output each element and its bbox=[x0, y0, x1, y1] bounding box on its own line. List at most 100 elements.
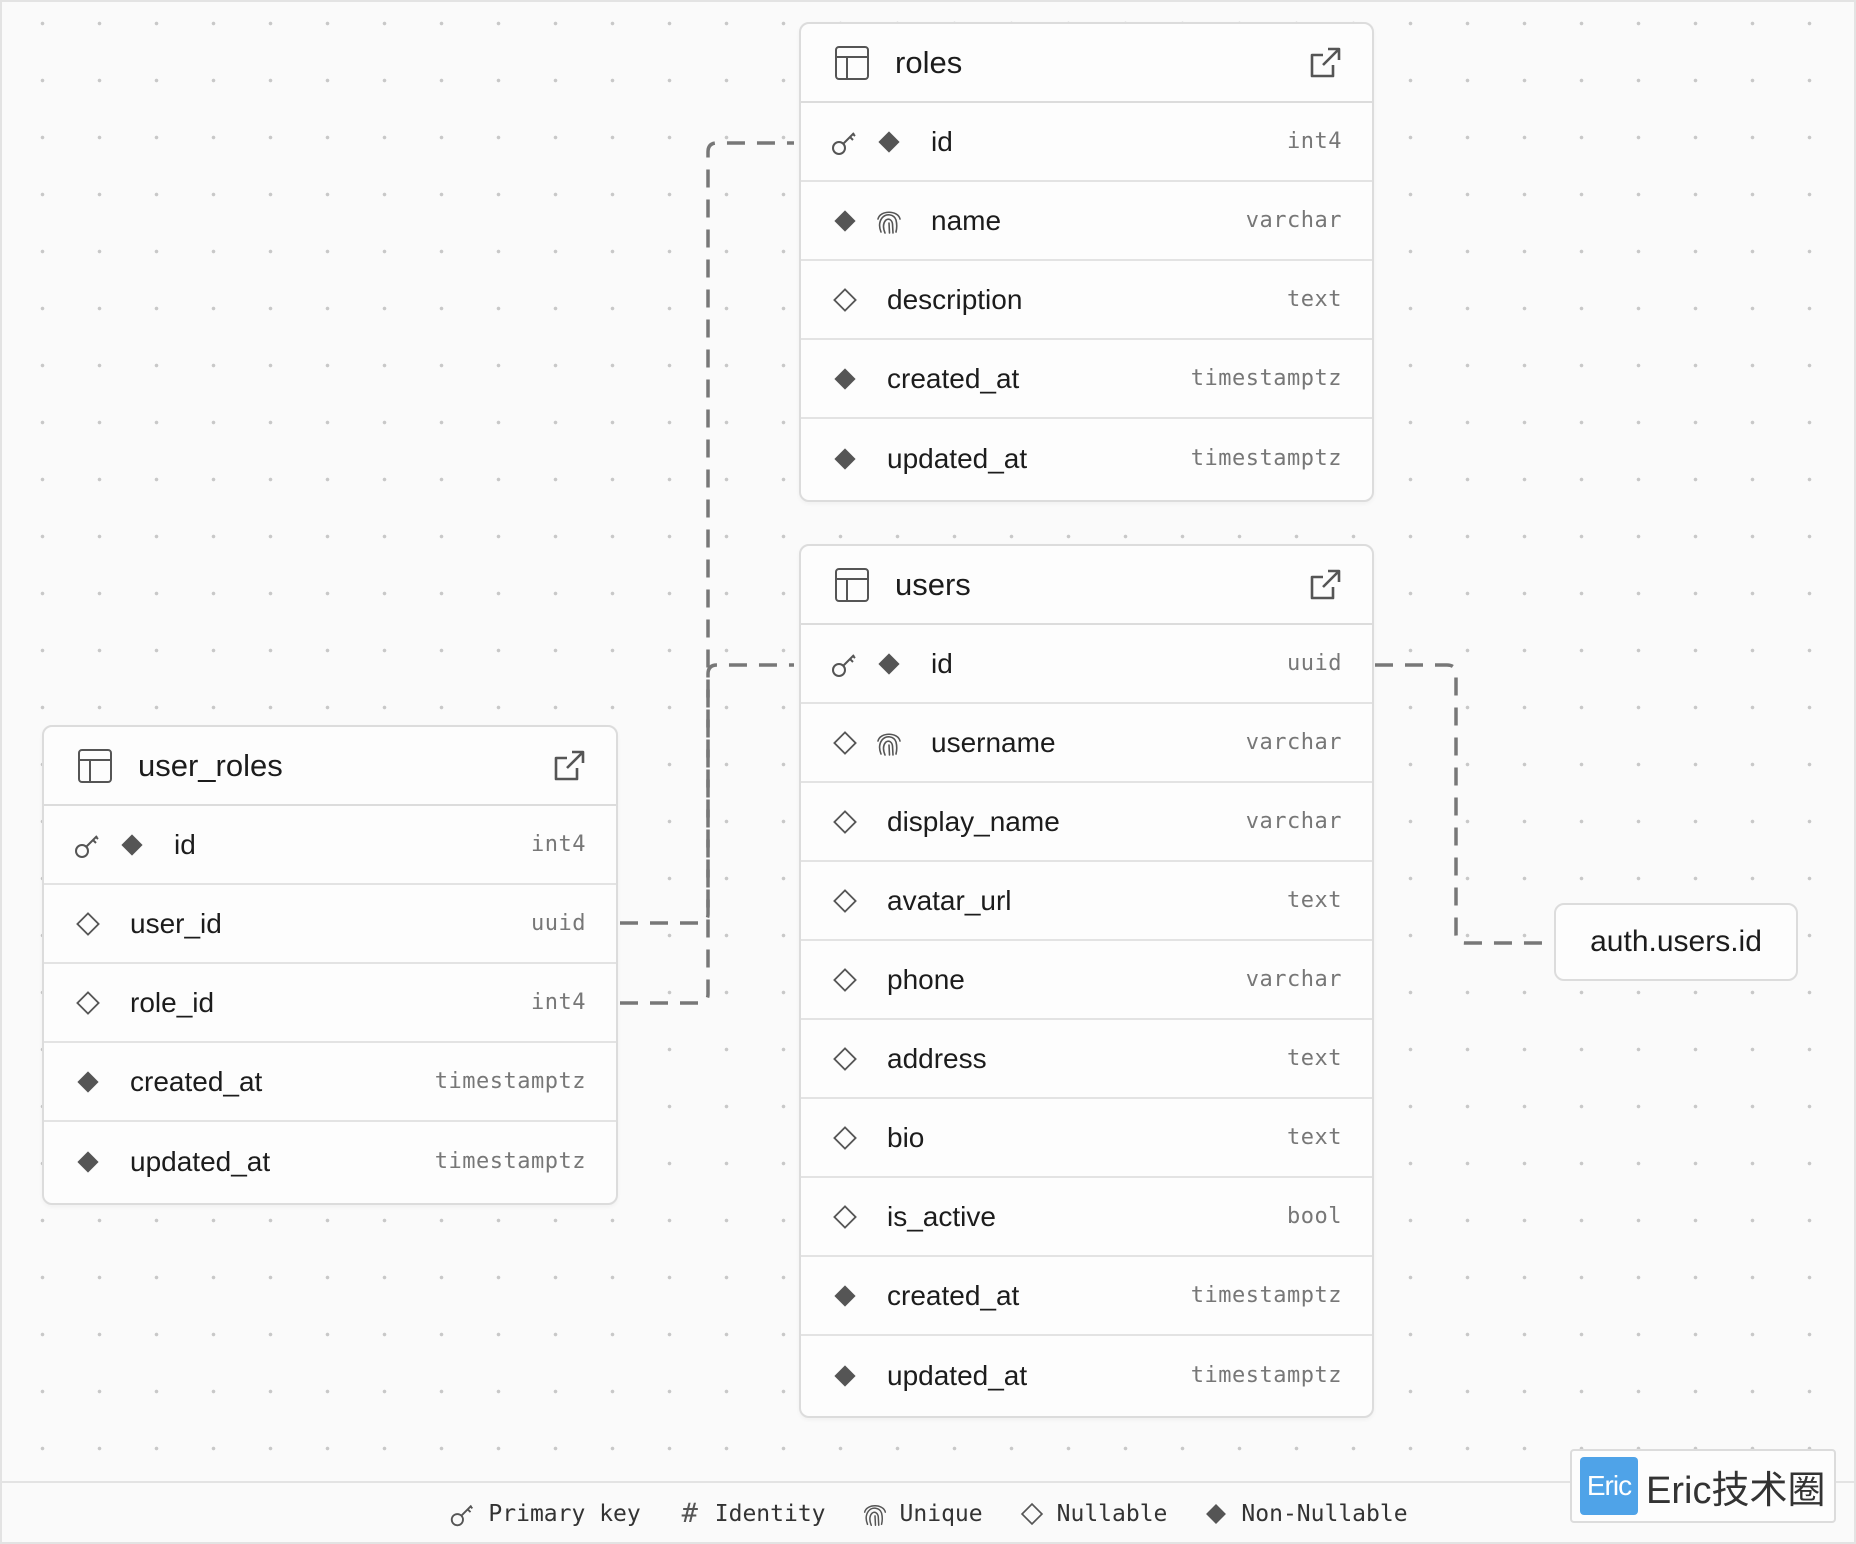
column-row[interactable]: username varchar bbox=[801, 704, 1372, 783]
watermark-text: Eric技术圈 bbox=[1646, 1469, 1826, 1512]
column-icons bbox=[829, 1280, 861, 1312]
column-icons bbox=[72, 1146, 104, 1178]
diamond-outline-icon bbox=[829, 284, 861, 316]
column-type: varchar bbox=[1245, 967, 1342, 992]
legend-identity: # Identity bbox=[675, 1498, 826, 1529]
column-type: timestamptz bbox=[434, 1149, 586, 1174]
diamond-outline-icon bbox=[72, 908, 104, 940]
column-row[interactable]: created_at timestamptz bbox=[801, 340, 1372, 419]
external-link-icon[interactable] bbox=[550, 747, 588, 785]
external-reference-node[interactable]: auth.users.id bbox=[1554, 903, 1798, 981]
column-type: varchar bbox=[1245, 208, 1342, 233]
external-link-icon[interactable] bbox=[1306, 566, 1344, 604]
table-title: roles bbox=[895, 44, 963, 80]
diamond-outline-icon bbox=[829, 806, 861, 838]
column-icons bbox=[72, 908, 104, 940]
legend-non-nullable-label: Non-Nullable bbox=[1241, 1500, 1408, 1527]
diamond-filled-icon bbox=[829, 205, 861, 237]
hash-icon: # bbox=[681, 1498, 698, 1529]
column-icons bbox=[829, 443, 861, 475]
column-type: timestamptz bbox=[1190, 366, 1342, 391]
column-row[interactable]: avatar_url text bbox=[801, 862, 1372, 941]
legend-identity-label: Identity bbox=[714, 1500, 826, 1527]
column-type: varchar bbox=[1245, 730, 1342, 755]
column-type: varchar bbox=[1245, 809, 1342, 834]
column-icons bbox=[72, 987, 104, 1019]
column-icons bbox=[829, 648, 905, 680]
column-type: timestamptz bbox=[1190, 1363, 1342, 1388]
column-name: id bbox=[931, 647, 953, 679]
table-title: user_roles bbox=[138, 747, 283, 783]
table-header: users bbox=[801, 546, 1372, 625]
column-row[interactable]: role_id int4 bbox=[44, 964, 616, 1043]
column-icons bbox=[72, 1066, 104, 1098]
column-type: int4 bbox=[531, 990, 586, 1015]
column-row[interactable]: display_name varchar bbox=[801, 783, 1372, 862]
column-icons bbox=[829, 1360, 861, 1392]
column-name: created_at bbox=[130, 1065, 263, 1097]
diamond-outline-icon bbox=[829, 1122, 861, 1154]
column-row[interactable]: is_active bool bbox=[801, 1178, 1372, 1257]
column-name: phone bbox=[887, 963, 965, 995]
watermark-logo: Eric Eric技术圈 bbox=[1570, 1449, 1836, 1523]
column-type: uuid bbox=[531, 911, 586, 936]
table-icon bbox=[833, 566, 871, 604]
column-icons bbox=[829, 205, 905, 237]
key-icon bbox=[829, 126, 861, 158]
column-name: address bbox=[887, 1042, 987, 1074]
key-icon bbox=[72, 829, 104, 861]
column-icons bbox=[829, 727, 905, 759]
column-name: role_id bbox=[130, 986, 215, 1018]
column-row[interactable]: name varchar bbox=[801, 182, 1372, 261]
diamond-outline-icon bbox=[829, 727, 861, 759]
column-icons bbox=[829, 1122, 861, 1154]
fingerprint-icon bbox=[860, 1499, 890, 1529]
column-name: display_name bbox=[887, 805, 1060, 837]
external-link-icon[interactable] bbox=[1306, 44, 1344, 82]
column-row[interactable]: phone varchar bbox=[801, 941, 1372, 1020]
diamond-filled-icon bbox=[116, 829, 148, 861]
column-icons bbox=[72, 829, 148, 861]
column-row[interactable]: updated_at timestamptz bbox=[801, 1336, 1372, 1415]
column-name: avatar_url bbox=[887, 884, 1012, 916]
column-type: text bbox=[1287, 1046, 1342, 1071]
diamond-outline-icon bbox=[829, 964, 861, 996]
column-name: updated_at bbox=[130, 1145, 271, 1177]
column-name: created_at bbox=[887, 362, 1020, 394]
legend-primary-key: Primary key bbox=[448, 1499, 641, 1529]
column-icons bbox=[829, 885, 861, 917]
column-icons bbox=[829, 284, 861, 316]
connector-users-id-to-auth-users-id bbox=[1375, 663, 1552, 945]
column-name: updated_at bbox=[887, 1359, 1028, 1391]
column-name: name bbox=[931, 204, 1002, 236]
column-type: bool bbox=[1287, 1204, 1342, 1229]
column-icons bbox=[829, 126, 905, 158]
diamond-filled-icon bbox=[829, 363, 861, 395]
column-icons bbox=[829, 363, 861, 395]
column-name: username bbox=[931, 726, 1056, 758]
legend-unique-label: Unique bbox=[899, 1500, 983, 1527]
column-type: int4 bbox=[531, 832, 586, 857]
column-type: int4 bbox=[1287, 129, 1342, 154]
column-name: is_active bbox=[887, 1200, 996, 1232]
column-row[interactable]: updated_at timestamptz bbox=[44, 1122, 616, 1201]
column-icons bbox=[829, 964, 861, 996]
column-icons bbox=[829, 806, 861, 838]
column-type: timestamptz bbox=[1190, 1283, 1342, 1308]
diamond-outline-icon bbox=[829, 1043, 861, 1075]
column-type: text bbox=[1287, 888, 1342, 913]
column-row[interactable]: address text bbox=[801, 1020, 1372, 1099]
